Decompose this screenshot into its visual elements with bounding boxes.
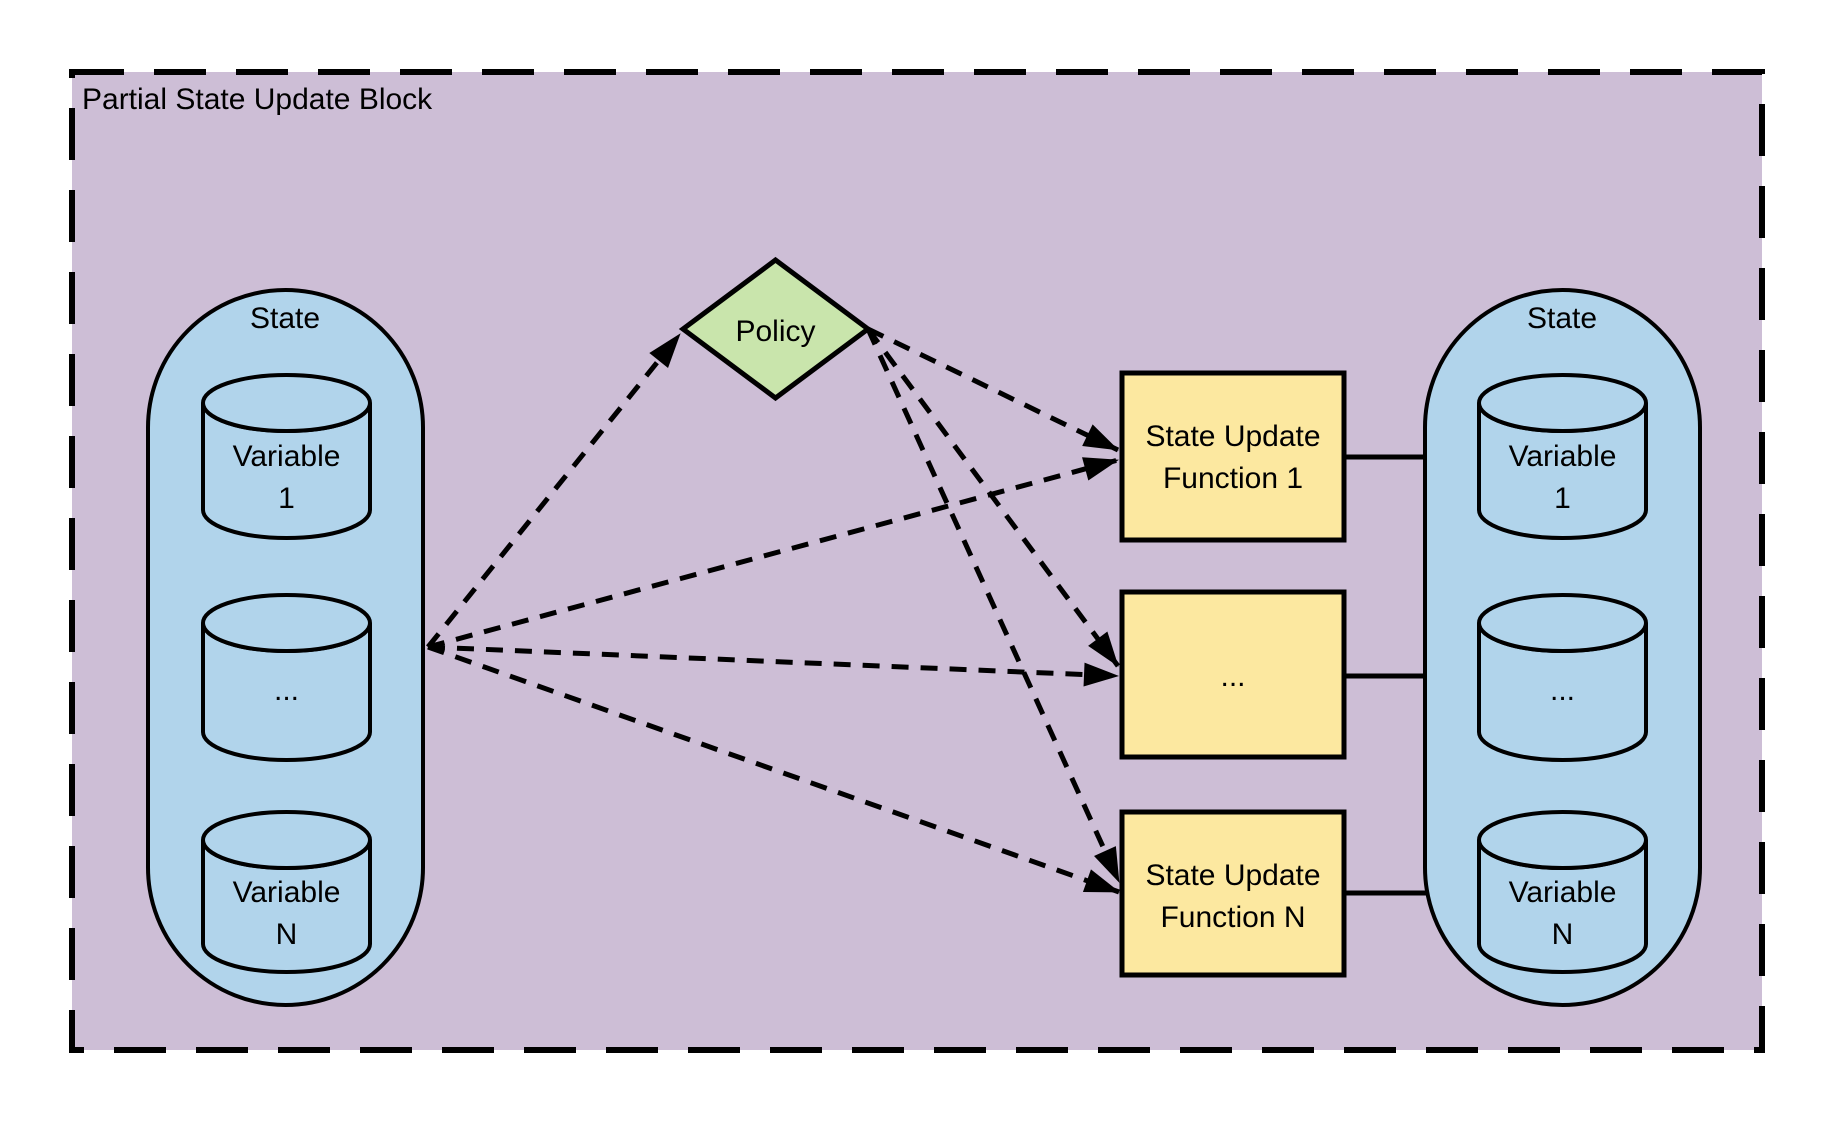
cylinder-top bbox=[1477, 810, 1648, 870]
function-1-label-line2: Function 1 bbox=[1163, 462, 1303, 495]
function-ellipsis-label: ... bbox=[1220, 660, 1245, 693]
arrow-state-to-function-n bbox=[427, 644, 1120, 895]
left-variable-ellipsis-cylinder: ... bbox=[201, 593, 372, 762]
left-state-label: State bbox=[250, 302, 320, 335]
function-boxes-group: State Update Function 1 ... State Update… bbox=[1119, 370, 1347, 978]
state-update-function-ellipsis-box: ... bbox=[1119, 589, 1347, 760]
right-variable-n-label-line2: N bbox=[1552, 918, 1574, 951]
function-1-label-line1: State Update bbox=[1145, 420, 1320, 453]
right-variable-1-label-line1: Variable bbox=[1509, 440, 1617, 473]
right-variable-n-label-line1: Variable bbox=[1509, 876, 1617, 909]
right-variable-1-cylinder: Variable 1 bbox=[1477, 373, 1648, 540]
right-variable-ellipsis-cylinder: ... bbox=[1477, 593, 1648, 762]
state-update-function-n-box: State Update Function N bbox=[1119, 809, 1347, 978]
arrow-state-to-policy bbox=[426, 332, 682, 649]
left-variable-n-cylinder: Variable N bbox=[201, 810, 372, 974]
state-update-function-1-box: State Update Function 1 bbox=[1119, 370, 1347, 543]
left-variable-ellipsis-label: ... bbox=[274, 674, 299, 707]
cylinder-top bbox=[1477, 373, 1648, 433]
right-variable-ellipsis-label: ... bbox=[1550, 674, 1575, 707]
arrow-state-to-function-1 bbox=[427, 457, 1119, 650]
right-state-group: State Variable 1 ... Variable N bbox=[1423, 288, 1702, 1007]
policy-group: Policy bbox=[678, 256, 873, 402]
cylinder-top bbox=[201, 810, 372, 870]
left-variable-1-cylinder: Variable 1 bbox=[201, 373, 372, 540]
right-state-label: State bbox=[1527, 302, 1597, 335]
function-n-label-line2: Function N bbox=[1160, 901, 1305, 934]
cylinder-top bbox=[1477, 593, 1648, 653]
left-variable-1-label-line2: 1 bbox=[278, 482, 295, 515]
cylinder-top bbox=[201, 373, 372, 433]
right-variable-n-cylinder: Variable N bbox=[1477, 810, 1648, 974]
policy-diamond bbox=[678, 256, 873, 402]
arrow-policy-to-function-ellipsis bbox=[865, 327, 1121, 668]
left-variable-n-label-line1: Variable bbox=[233, 876, 341, 909]
left-variable-1-label-line1: Variable bbox=[233, 440, 341, 473]
function-ellipsis-rect bbox=[1119, 589, 1347, 760]
diagram-title: Partial State Update Block bbox=[82, 83, 433, 116]
function-n-rect bbox=[1119, 809, 1347, 978]
dashed-connectors bbox=[426, 326, 1122, 895]
left-state-group: State Variable 1 ... Variable N bbox=[146, 288, 425, 1007]
cylinder-top bbox=[201, 593, 372, 653]
left-variable-n-label-line2: N bbox=[276, 918, 298, 951]
policy-label: Policy bbox=[735, 315, 815, 348]
right-variable-1-label-line2: 1 bbox=[1554, 482, 1571, 515]
function-1-rect bbox=[1119, 370, 1347, 543]
arrow-policy-to-function-n bbox=[865, 327, 1122, 884]
function-n-label-line1: State Update bbox=[1145, 859, 1320, 892]
